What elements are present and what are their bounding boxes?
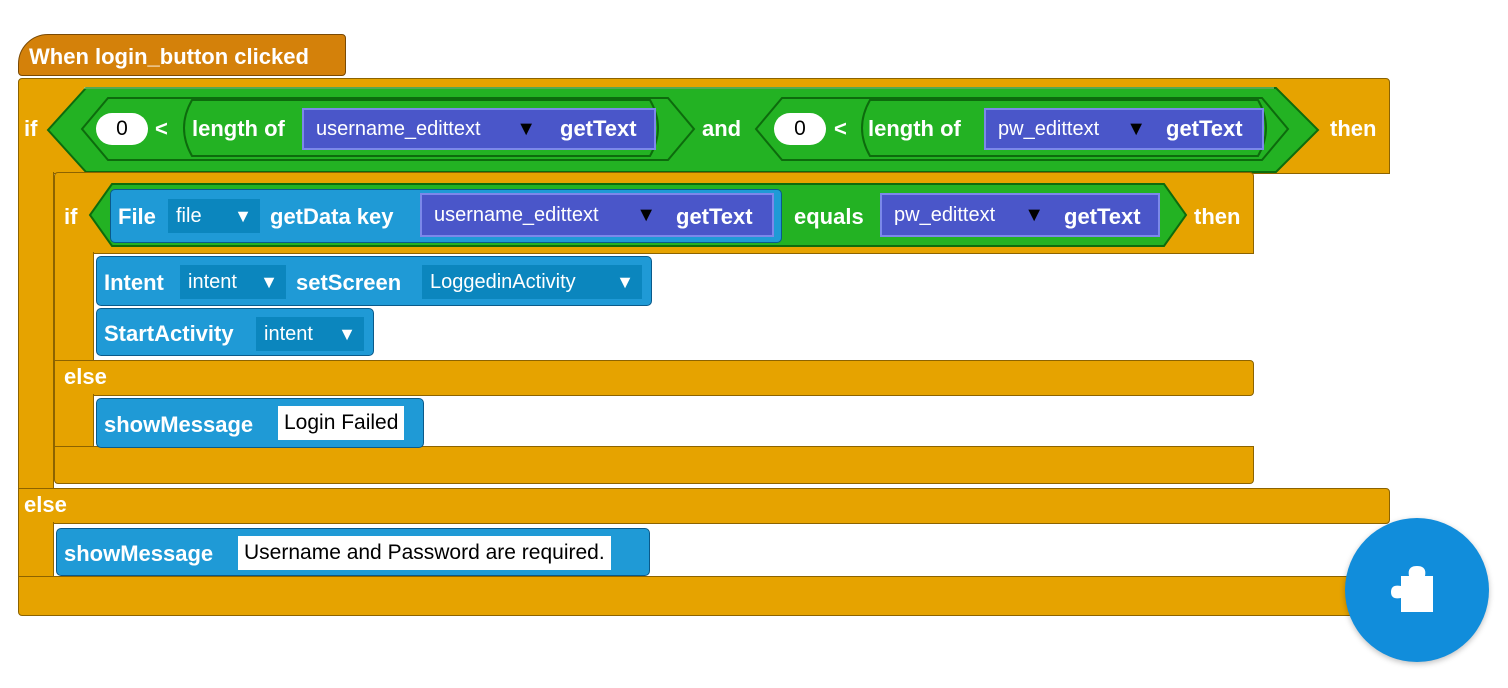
start-activity-label: StartActivity [104, 321, 234, 346]
equals-label: equals [794, 204, 864, 229]
length-of-label-1: length of [192, 116, 285, 141]
dropdown-arrow-icon: ▼ [616, 272, 634, 292]
intent-label: Intent [104, 270, 164, 295]
inner-else-spine [54, 394, 94, 448]
outer-else-keyword: else [24, 492, 67, 517]
inner-else-keyword: else [64, 364, 107, 389]
username-dropdown-2[interactable]: username_edittext ▼ [424, 196, 666, 234]
dropdown-arrow-icon: ▼ [516, 118, 536, 140]
file-label: File [118, 204, 156, 229]
dropdown-arrow-icon: ▼ [234, 206, 252, 226]
username-dropdown-1[interactable]: username_edittext ▼ [306, 111, 546, 147]
outer-then-keyword: then [1330, 116, 1377, 141]
show-message-label-2: showMessage [64, 541, 214, 566]
pw-dropdown-1[interactable]: pw_edittext ▼ [988, 111, 1154, 147]
number-input-1[interactable]: 0 [96, 113, 148, 145]
gettext-method-4: getText [1064, 204, 1141, 229]
length-of-label-2: length of [868, 116, 961, 141]
dropdown-arrow-icon: ▼ [636, 204, 656, 226]
outer-if-spine [18, 172, 54, 492]
number-input-2[interactable]: 0 [774, 113, 826, 145]
compare-block-1[interactable] [78, 96, 698, 162]
file-dropdown[interactable]: file ▼ [168, 199, 260, 233]
required-message-text[interactable]: Username and Password are required. [238, 536, 611, 570]
less-than-op-2: < [834, 116, 847, 141]
less-than-op-1: < [155, 116, 168, 141]
inner-if-keyword: if [64, 204, 78, 229]
event-label: When login_button clicked [29, 44, 309, 69]
dropdown-arrow-icon: ▼ [1126, 118, 1146, 140]
getdata-key-label: getData key [270, 204, 394, 229]
outer-else-spine [18, 522, 54, 582]
gettext-method-1: getText [560, 116, 637, 141]
pw-dropdown-2[interactable]: pw_edittext ▼ [884, 196, 1052, 234]
compare-block-2[interactable] [752, 96, 1292, 162]
inner-if-bottom [54, 446, 1254, 484]
puzzle-piece-icon [1391, 566, 1433, 612]
gettext-method-2: getText [1166, 116, 1243, 141]
outer-if-keyword: if [24, 116, 38, 141]
blocks-palette-button[interactable] [1345, 518, 1489, 662]
event-block-login-button-clicked[interactable]: When login_button clicked [18, 34, 346, 76]
show-message-label-1: showMessage [104, 412, 254, 437]
inner-else-bar [54, 360, 1254, 396]
dropdown-arrow-icon: ▼ [1024, 204, 1044, 226]
login-failed-text[interactable]: Login Failed [278, 406, 405, 440]
inner-then-keyword: then [1194, 204, 1241, 229]
start-activity-intent-dropdown[interactable]: intent ▼ [256, 317, 364, 351]
inner-if-spine [54, 252, 94, 364]
and-operator: and [702, 116, 742, 141]
screen-dropdown[interactable]: LoggedinActivity ▼ [422, 265, 642, 299]
gettext-method-3: getText [676, 204, 753, 229]
intent-dropdown[interactable]: intent ▼ [180, 265, 286, 299]
outer-if-bottom [18, 576, 1390, 616]
setscreen-label: setScreen [296, 270, 402, 295]
dropdown-arrow-icon: ▼ [338, 324, 356, 344]
outer-else-bar [18, 488, 1390, 524]
dropdown-arrow-icon: ▼ [260, 272, 278, 292]
